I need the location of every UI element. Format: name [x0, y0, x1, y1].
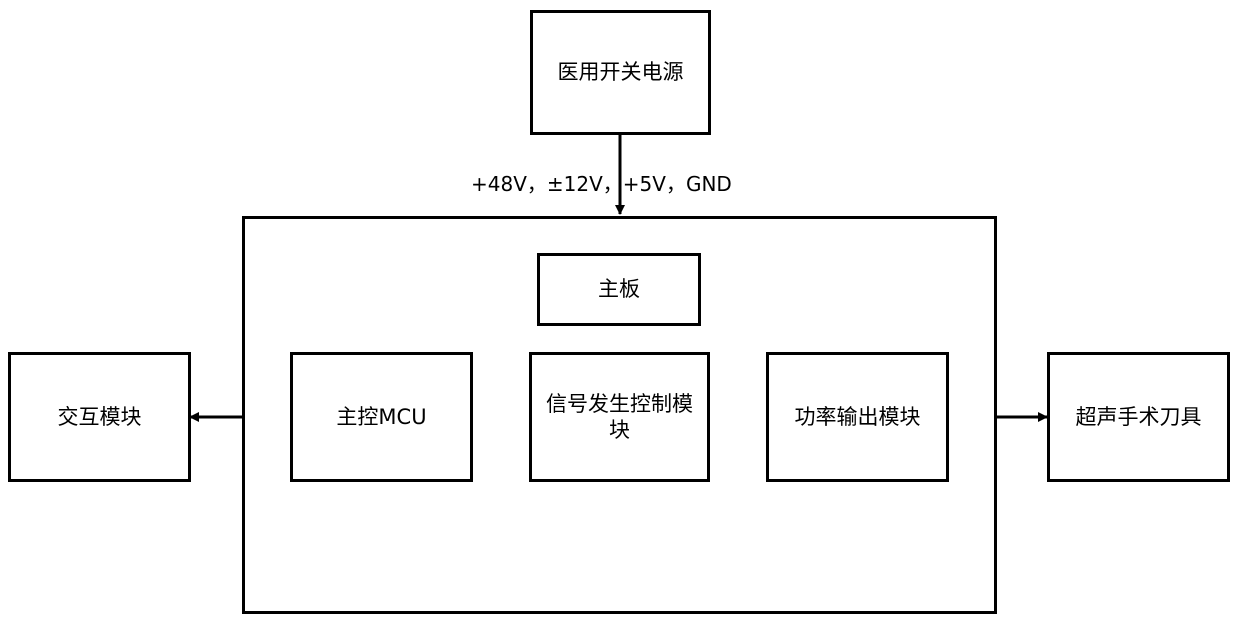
power-rails-label: +48V，±12V，+5V，GND	[471, 168, 732, 197]
interaction-module-box: 交互模块	[8, 352, 191, 482]
main-mcu-label: 主控MCU	[336, 404, 426, 430]
power-output-label: 功率输出模块	[795, 404, 921, 430]
power-output-box: 功率输出模块	[766, 352, 949, 482]
interaction-module-label: 交互模块	[58, 404, 142, 430]
power-supply-label: 医用开关电源	[558, 59, 684, 85]
signal-gen-label: 信号发生控制模块	[545, 391, 695, 444]
surgical-tool-box: 超声手术刀具	[1047, 352, 1230, 482]
mainboard-title-box: 主板	[537, 253, 701, 326]
power-supply-box: 医用开关电源	[530, 10, 711, 135]
surgical-tool-label: 超声手术刀具	[1076, 404, 1202, 430]
main-mcu-box: 主控MCU	[290, 352, 473, 482]
signal-gen-box: 信号发生控制模块	[529, 352, 710, 482]
mainboard-title-label: 主板	[598, 276, 640, 302]
